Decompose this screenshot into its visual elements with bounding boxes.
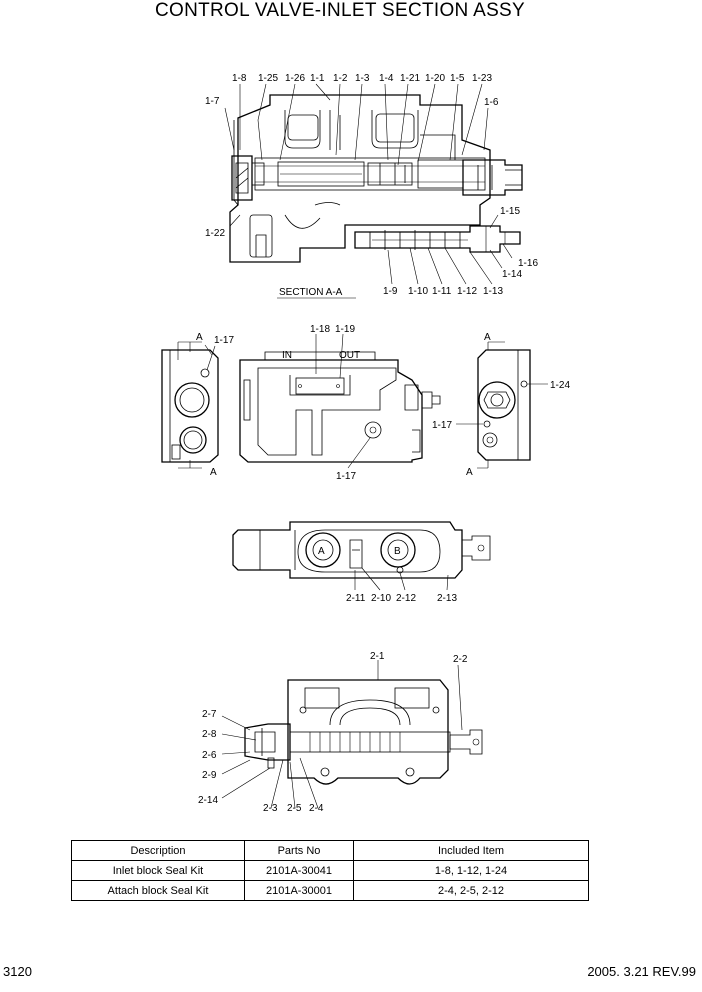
callout-1-4: 1-4 <box>379 73 394 84</box>
col-description: Description <box>71 840 245 861</box>
callout-2-7: 2-7 <box>202 709 217 720</box>
orthographic-views: A A 1-17 IN OUT 1-18 1-19 1-17 <box>161 324 570 482</box>
row-included-item: 1-8, 1-12, 1-24 <box>353 860 589 881</box>
callout-1-20: 1-20 <box>425 73 445 84</box>
revision-date: 2005. 3.21 REV.99 <box>587 964 696 979</box>
callout-2-5: 2-5 <box>287 803 302 814</box>
col-included-item: Included Item <box>353 840 589 861</box>
port-b-label: B <box>394 546 401 557</box>
callout-1-1: 1-1 <box>310 73 325 84</box>
col-parts-no: Parts No <box>244 840 354 861</box>
callout-1-12: 1-12 <box>457 286 477 297</box>
callout-1-17-front: 1-17 <box>336 471 356 482</box>
callout-2-6: 2-6 <box>202 750 217 761</box>
section-marker-a-4: A <box>466 467 473 478</box>
callout-2-1: 2-1 <box>370 651 385 662</box>
table-row: Inlet block Seal Kit 2101A-30041 1-8, 1-… <box>71 860 589 881</box>
page-number: 3120 <box>3 964 32 979</box>
attach-block-top-view: A B 2-11 2-10 2-12 2-13 <box>232 521 491 604</box>
table-row: Attach block Seal Kit 2101A-30001 2-4, 2… <box>71 880 589 901</box>
callout-1-19: 1-19 <box>335 324 355 335</box>
callout-1-5: 1-5 <box>450 73 465 84</box>
callout-1-11: 1-11 <box>432 286 452 297</box>
callout-2-8: 2-8 <box>202 729 217 740</box>
callout-1-26: 1-26 <box>285 73 305 84</box>
callout-2-13: 2-13 <box>437 593 457 604</box>
attach-block-section-view: 2-1 2-2 2-7 2-8 2-6 2-9 2-14 2-3 2-5 2-4 <box>198 651 483 814</box>
callout-1-7: 1-7 <box>205 96 220 107</box>
callout-2-9: 2-9 <box>202 770 217 781</box>
callout-1-3: 1-3 <box>355 73 370 84</box>
callout-1-22: 1-22 <box>205 228 225 239</box>
callout-1-24: 1-24 <box>550 380 570 391</box>
section-a-a-view: 1-8 1-25 1-26 1-1 1-2 1-3 1-4 1-21 1-20 … <box>205 73 538 299</box>
section-marker-a-2: A <box>210 467 217 478</box>
callout-1-18: 1-18 <box>310 324 330 335</box>
callout-1-17-left: 1-17 <box>214 335 234 346</box>
row-included-item: 2-4, 2-5, 2-12 <box>353 880 589 901</box>
callout-1-13: 1-13 <box>483 286 503 297</box>
table-header-row: Description Parts No Included Item <box>71 840 589 861</box>
callout-1-14: 1-14 <box>502 269 522 280</box>
callout-1-17-right: 1-17 <box>432 420 452 431</box>
section-marker-a-1: A <box>196 332 203 343</box>
row-parts-no: 2101A-30001 <box>244 880 354 901</box>
callout-2-12: 2-12 <box>396 593 416 604</box>
callout-1-6: 1-6 <box>484 97 499 108</box>
callout-2-10: 2-10 <box>371 593 391 604</box>
callout-1-2: 1-2 <box>333 73 348 84</box>
callout-2-3: 2-3 <box>263 803 278 814</box>
callout-2-4: 2-4 <box>309 803 324 814</box>
row-parts-no: 2101A-30041 <box>244 860 354 881</box>
port-a-label: A <box>318 546 325 557</box>
callout-1-15: 1-15 <box>500 206 520 217</box>
callout-1-16: 1-16 <box>518 258 538 269</box>
page-title: CONTROL VALVE-INLET SECTION ASSY <box>155 0 525 21</box>
callout-1-9: 1-9 <box>383 286 398 297</box>
out-port-label: OUT <box>339 350 360 361</box>
section-a-a-label: SECTION A-A <box>279 287 343 298</box>
callout-2-14: 2-14 <box>198 795 218 806</box>
callout-1-21: 1-21 <box>400 73 420 84</box>
callout-2-2: 2-2 <box>453 654 468 665</box>
row-description: Attach block Seal Kit <box>71 880 245 901</box>
section-marker-a-3: A <box>484 332 491 343</box>
callout-1-25: 1-25 <box>258 73 278 84</box>
callout-2-11: 2-11 <box>346 593 366 604</box>
callout-1-8: 1-8 <box>232 73 247 84</box>
callout-1-10: 1-10 <box>408 286 428 297</box>
in-port-label: IN <box>282 350 292 361</box>
callout-1-23: 1-23 <box>472 73 492 84</box>
row-description: Inlet block Seal Kit <box>71 860 245 881</box>
seal-kit-table: Description Parts No Included Item Inlet… <box>71 840 589 901</box>
